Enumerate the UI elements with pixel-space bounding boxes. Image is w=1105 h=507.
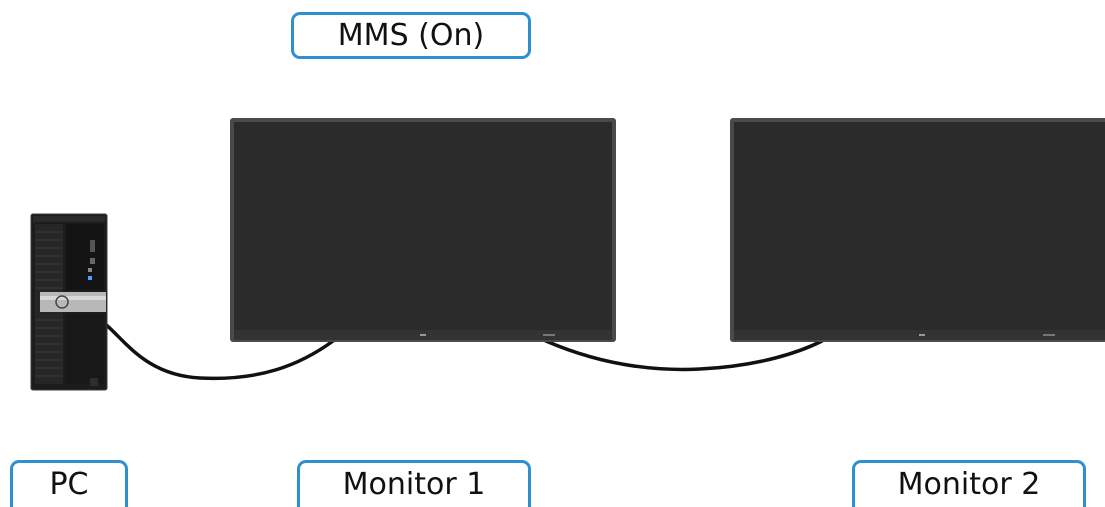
cable-monitor1-to-monitor2 [544, 339, 824, 372]
monitor-2-icon [730, 118, 1105, 342]
monitor-1-icon [230, 118, 616, 342]
pc-label: PC [10, 460, 128, 507]
mms-status-label: MMS (On) [291, 12, 531, 59]
desktop-tower-icon [30, 213, 108, 391]
monitor-1-label: Monitor 1 [297, 460, 531, 507]
cable-pc-to-monitor1 [102, 321, 335, 381]
monitor-2-label: Monitor 2 [852, 460, 1086, 507]
